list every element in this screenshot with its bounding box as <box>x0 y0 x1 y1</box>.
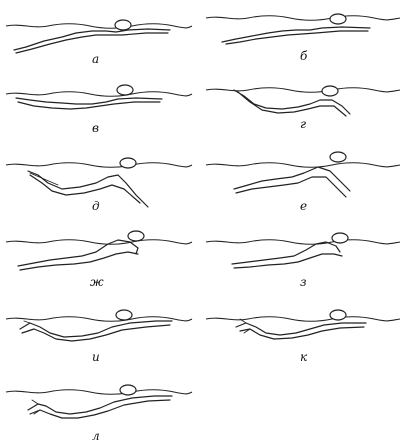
water-line <box>205 162 401 168</box>
kicking-foot <box>239 318 251 334</box>
swimmer-body <box>235 322 367 340</box>
water-line <box>205 15 401 21</box>
panel-b: б <box>205 13 401 63</box>
swim-cap <box>119 384 137 396</box>
swim-cap <box>329 151 347 163</box>
panel-e: е <box>205 151 401 213</box>
swim-cap <box>127 230 145 242</box>
water-line <box>5 389 193 395</box>
swimmer-body <box>13 28 171 54</box>
swimmer-body <box>231 241 343 269</box>
trailing-leg <box>29 172 59 186</box>
panel-l: л <box>5 384 193 443</box>
swim-cap <box>321 85 339 97</box>
panel-label: а <box>92 52 99 66</box>
water-line <box>205 316 401 322</box>
water-line <box>205 87 401 93</box>
swimmer-body <box>17 239 139 271</box>
swim-cap <box>116 84 134 96</box>
swimmer-body <box>27 170 149 208</box>
swim-cap <box>331 232 349 244</box>
panel-d: д <box>5 157 193 213</box>
swimmer-body <box>233 89 351 117</box>
swim-cap <box>329 309 347 321</box>
swim-cap <box>119 157 137 169</box>
water-line <box>5 239 193 245</box>
panel-label: б <box>300 49 308 63</box>
panel-label: з <box>300 275 307 289</box>
panel-label: л <box>92 429 100 443</box>
panel-i: и <box>5 309 193 364</box>
panel-label: и <box>92 350 100 364</box>
swim-cap <box>329 13 347 25</box>
panel-label: г <box>300 117 306 131</box>
swim-cap <box>114 19 132 31</box>
swim-cap <box>115 309 133 321</box>
kicking-foot <box>23 320 35 332</box>
swimmer-body <box>27 395 173 419</box>
water-line <box>5 316 193 322</box>
panel-zh: ж <box>5 230 193 289</box>
kicking-foot <box>31 399 41 415</box>
swimmer-body <box>15 97 163 110</box>
panel-g: г <box>205 85 401 131</box>
panel-label: е <box>300 199 307 213</box>
swimmer-body <box>233 166 351 198</box>
panel-a: а <box>5 19 193 66</box>
panel-v: в <box>5 84 193 135</box>
panel-label: ж <box>90 275 104 289</box>
panel-z: з <box>205 232 401 289</box>
water-line <box>5 23 193 29</box>
panel-k: к <box>205 309 401 364</box>
swimmer-body <box>19 320 173 342</box>
water-line <box>5 162 193 168</box>
panel-label: в <box>92 121 99 135</box>
panel-label: д <box>92 199 100 213</box>
water-line <box>205 239 401 245</box>
panel-label: к <box>300 350 308 364</box>
water-line <box>5 91 193 97</box>
swimmer-body <box>221 26 371 45</box>
